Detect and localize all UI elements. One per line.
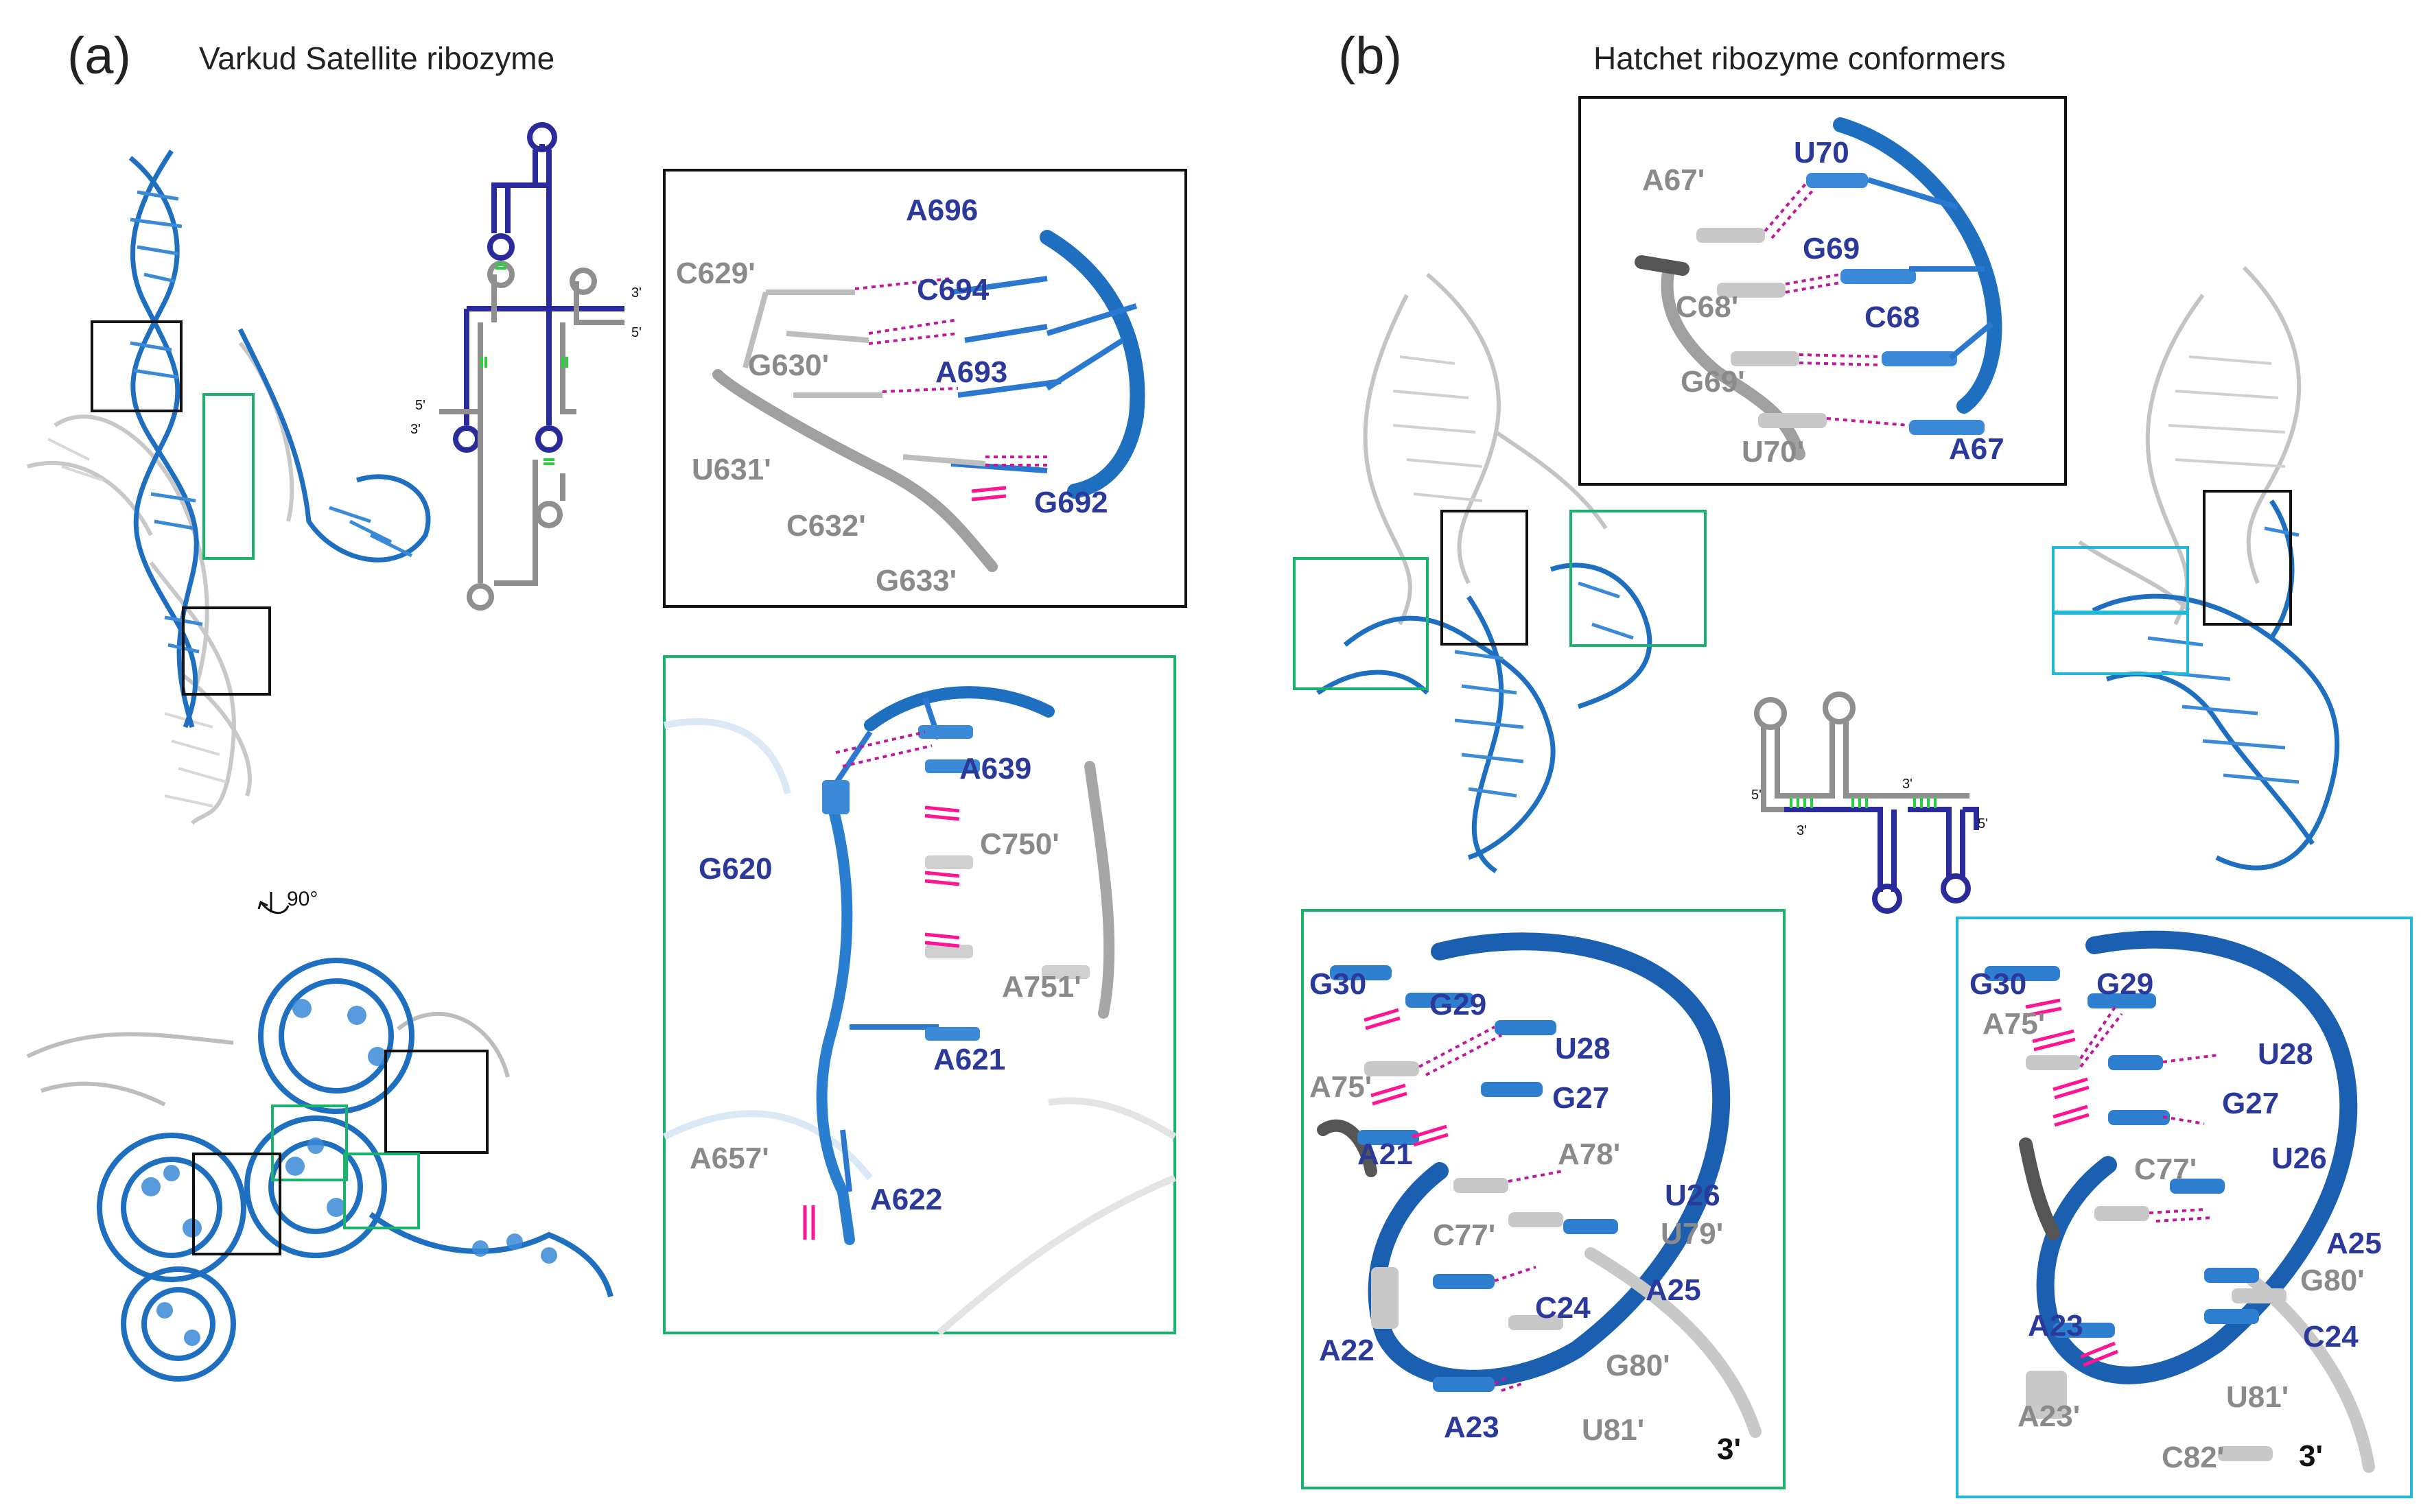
hc-label-A23p: A23' — [2017, 1399, 2081, 1433]
label-C694: C694 — [917, 273, 990, 307]
vs-ribozyme-structure-top — [27, 150, 431, 825]
hc-label-U28: U28 — [2258, 1037, 2313, 1071]
hg-label-G80p: G80' — [1606, 1349, 1670, 1382]
hatchet-inset-cyan-structure — [1985, 930, 2375, 1473]
label-C629: C629' — [676, 257, 756, 290]
vs-black-box-2 — [182, 606, 271, 696]
label-G630: G630' — [748, 349, 830, 382]
hg-label-U26: U26 — [1665, 1179, 1720, 1212]
label-G69p: G69' — [1681, 365, 1745, 399]
panel-a-title: Varkud Satellite ribozyme — [199, 40, 555, 76]
label-A621: A621 — [933, 1043, 1006, 1076]
label-G633: G633' — [876, 564, 957, 598]
label-G692: G692 — [1034, 486, 1108, 519]
label-U70: U70 — [1794, 136, 1849, 169]
label-A751: A751' — [1002, 970, 1081, 1004]
hc-label-A23: A23 — [2028, 1309, 2083, 1343]
label-A693: A693 — [935, 355, 1008, 389]
panel-a-label: (a) — [67, 27, 131, 85]
hg-label-G27: G27 — [1552, 1081, 1610, 1115]
label-A657: A657' — [690, 1142, 769, 1175]
vs-bottom-black-box-1 — [384, 1050, 489, 1154]
vs-inset-top — [663, 169, 1187, 608]
label-U70p: U70' — [1742, 435, 1805, 469]
vs-bottom-green-box-2 — [343, 1153, 420, 1229]
vs-bottom-green-box-1 — [271, 1105, 348, 1181]
hatchet-1-green-box-1 — [1293, 557, 1429, 690]
label-A639: A639 — [959, 752, 1032, 785]
hatchet-inset-green-structure — [1317, 932, 1762, 1438]
label-G69: G69 — [1803, 232, 1860, 265]
hg-label-A23: A23 — [1444, 1410, 1499, 1444]
hatchet-inset-top — [1578, 96, 2067, 486]
hatchet-schematic-end-4: 5' — [1978, 816, 1988, 831]
hc-label-A25: A25 — [2326, 1227, 2382, 1260]
panel-b-label: (b) — [1338, 27, 1402, 85]
vs-inset-top-structure — [712, 230, 1145, 572]
label-C750: C750' — [980, 827, 1060, 861]
hatchet-inset-green — [1301, 909, 1786, 1489]
hc-label-A75p: A75' — [1983, 1007, 2046, 1041]
hatchet-secondary-structure-schematic — [1754, 692, 1979, 914]
hg-label-U28: U28 — [1555, 1032, 1611, 1065]
hatchet-schematic-end-3: 3' — [1902, 777, 1913, 792]
label-G620: G620 — [699, 852, 773, 886]
hg-label-C77p: C77' — [1433, 1218, 1496, 1252]
label-C632: C632' — [786, 509, 866, 543]
hc-label-U81p: U81' — [2226, 1380, 2289, 1414]
rotation-label: 90° — [287, 888, 318, 910]
hatchet-1-green-box-2 — [1569, 510, 1707, 647]
hc-label-G30: G30 — [1969, 967, 2027, 1001]
hg-label-3prime: 3' — [1717, 1432, 1741, 1466]
hg-label-G29: G29 — [1429, 988, 1487, 1021]
vs-bottom-black-box-2 — [192, 1153, 281, 1255]
hatchet-inset-top-structure — [1635, 117, 2002, 460]
hatchet-inset-cyan — [1956, 917, 2413, 1498]
label-A696: A696 — [906, 193, 979, 227]
hc-label-3prime: 3' — [2299, 1439, 2323, 1473]
label-A67p: A67' — [1642, 163, 1705, 197]
panel-b-title: Hatchet ribozyme conformers — [1593, 40, 2006, 76]
hatchet-2-cyan-box-1 — [2052, 546, 2189, 615]
label-C68p: C68' — [1676, 290, 1739, 324]
hg-label-U79p: U79' — [1661, 1217, 1724, 1251]
vs-schematic-end-4: 5' — [631, 325, 642, 340]
hg-label-A22: A22 — [1319, 1334, 1375, 1367]
label-A67: A67 — [1949, 432, 2004, 466]
vs-secondary-structure-schematic — [439, 122, 624, 611]
hc-label-C77p: C77' — [2134, 1153, 2197, 1186]
vs-inset-bottom-structure — [662, 686, 1177, 1336]
vs-schematic-end-2: 3' — [410, 422, 421, 437]
hc-label-G29: G29 — [2096, 967, 2154, 1001]
vs-ribozyme-structure-bottom — [26, 958, 613, 1382]
hg-label-G30: G30 — [1309, 967, 1367, 1001]
hg-label-C24: C24 — [1535, 1291, 1591, 1325]
hatchet-schematic-end-2: 3' — [1797, 823, 1807, 838]
hc-label-C82p: C82' — [2162, 1441, 2225, 1474]
hc-label-C24: C24 — [2303, 1320, 2359, 1354]
hc-label-U26: U26 — [2271, 1142, 2327, 1175]
hatchet-2-cyan-box-2 — [2052, 611, 2189, 675]
hc-label-G27: G27 — [2222, 1087, 2280, 1120]
hatchet-2-black-box — [2203, 490, 2292, 626]
hg-label-A75p: A75' — [1309, 1070, 1372, 1104]
hatchet-1-black-box — [1440, 510, 1528, 646]
hg-label-U81p: U81' — [1582, 1413, 1645, 1447]
vs-schematic-end-1: 5' — [415, 398, 425, 413]
hatchet-schematic-end-1: 5' — [1751, 788, 1762, 803]
hc-label-G80p: G80' — [2300, 1264, 2365, 1297]
hg-label-A21: A21 — [1357, 1137, 1413, 1171]
vs-inset-bottom — [663, 655, 1176, 1334]
label-A622: A622 — [870, 1183, 943, 1216]
vs-schematic-end-3: 3' — [631, 285, 642, 300]
hatchet-conformer-1-structure — [1316, 272, 1652, 873]
vs-green-box-1 — [202, 393, 255, 560]
hg-label-A78p: A78' — [1558, 1137, 1621, 1171]
hg-label-A25: A25 — [1646, 1273, 1701, 1307]
vs-black-box-1 — [91, 320, 183, 412]
label-U631: U631' — [692, 453, 771, 486]
label-C68: C68 — [1864, 300, 1920, 334]
rotate-icon — [257, 892, 290, 914]
